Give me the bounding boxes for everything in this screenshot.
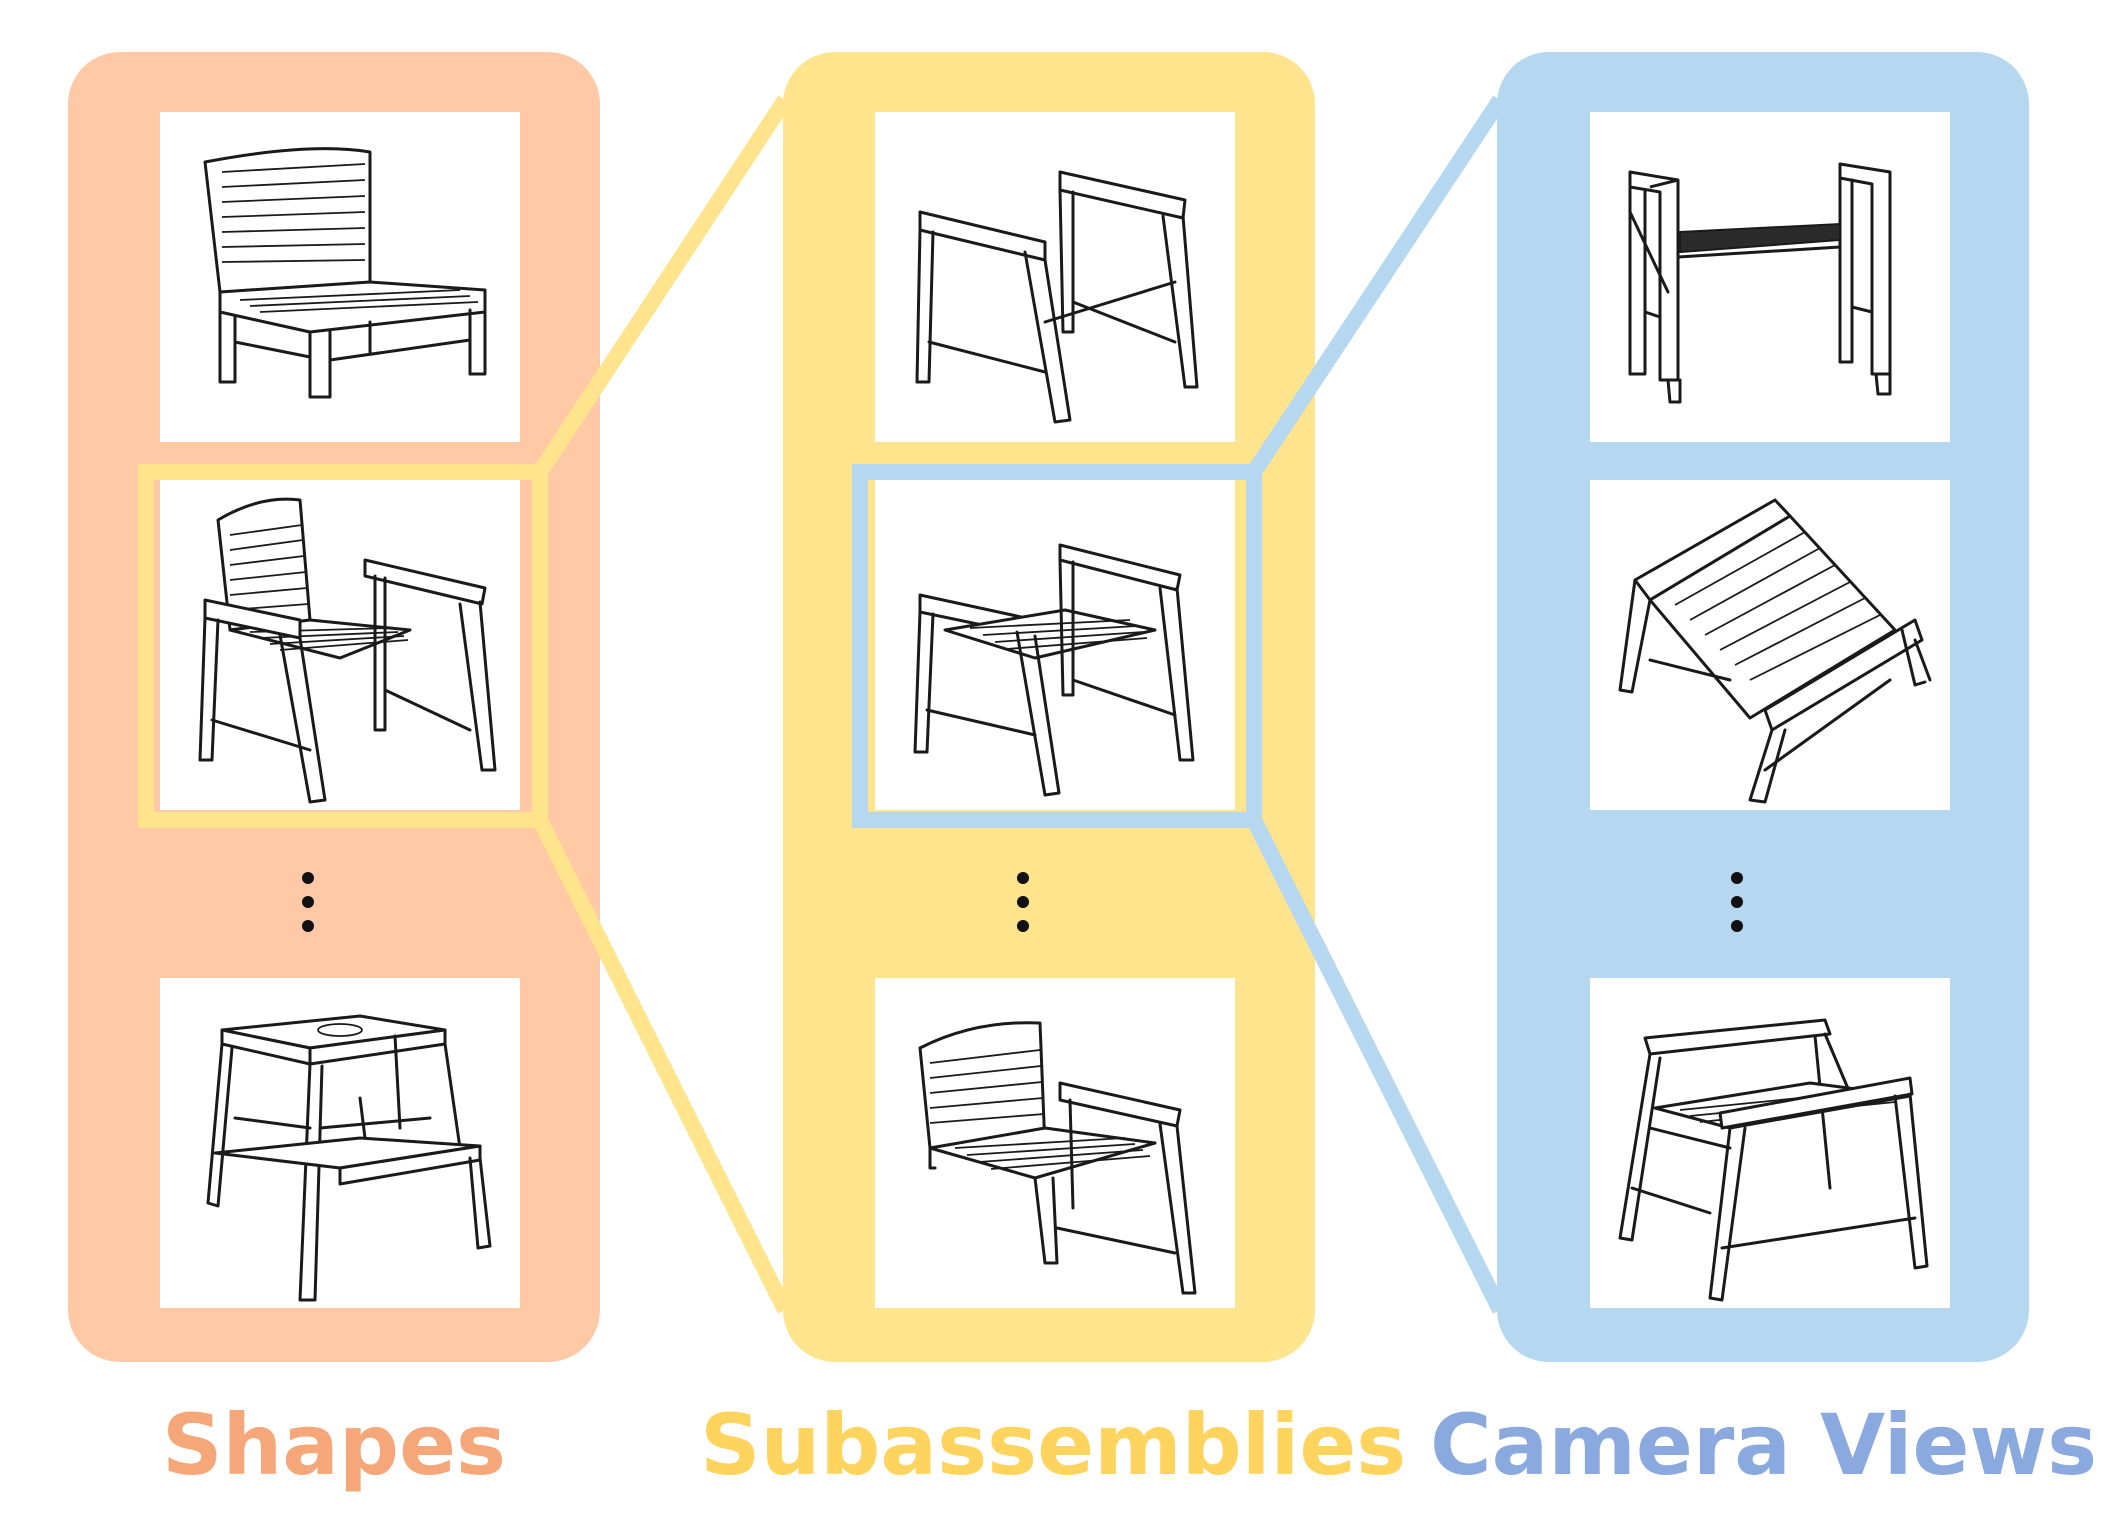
vertical-ellipsis-icon bbox=[302, 872, 314, 884]
vertical-ellipsis-icon bbox=[1731, 920, 1743, 932]
subassembly-tile-corner bbox=[875, 978, 1235, 1308]
shape-tile-lounge-chair bbox=[160, 112, 520, 442]
camera-tile-front bbox=[1590, 112, 1950, 442]
front-view-frame-icon bbox=[1628, 162, 1892, 404]
shapes-caption: Shapes bbox=[161, 1396, 507, 1494]
step-stool-icon bbox=[206, 1014, 492, 1302]
subassembly-tile-frame bbox=[875, 112, 1235, 442]
vertical-ellipsis-icon bbox=[1731, 872, 1743, 884]
slatted-lounge-chair-icon bbox=[203, 147, 487, 399]
subassemblies-ellipsis bbox=[1003, 870, 1043, 940]
shapes-ellipsis bbox=[288, 870, 328, 940]
subassembly-tile-seat bbox=[875, 480, 1235, 810]
armchair-icon bbox=[198, 497, 497, 804]
armchair-frame-icon bbox=[915, 170, 1199, 424]
subassemblies-caption: Subassemblies bbox=[700, 1396, 1407, 1494]
low-angle-armchair-icon bbox=[1618, 1018, 1929, 1302]
corner-chair-icon bbox=[918, 1021, 1197, 1295]
shape-tile-armchair bbox=[160, 480, 520, 810]
shape-tile-step-stool bbox=[160, 978, 520, 1308]
vertical-ellipsis-icon bbox=[302, 920, 314, 932]
vertical-ellipsis-icon bbox=[302, 896, 314, 908]
camera-views-caption: Camera Views bbox=[1430, 1396, 2098, 1494]
vertical-ellipsis-icon bbox=[1731, 896, 1743, 908]
camera-tile-low-angle bbox=[1590, 978, 1950, 1308]
camera-tile-top-down bbox=[1590, 480, 1950, 810]
camera-views-ellipsis bbox=[1717, 870, 1757, 940]
vertical-ellipsis-icon bbox=[1017, 920, 1029, 932]
armchair-seat-subassembly-icon bbox=[913, 543, 1195, 797]
vertical-ellipsis-icon bbox=[1017, 896, 1029, 908]
vertical-ellipsis-icon bbox=[1017, 872, 1029, 884]
top-down-armchair-icon bbox=[1618, 498, 1932, 804]
